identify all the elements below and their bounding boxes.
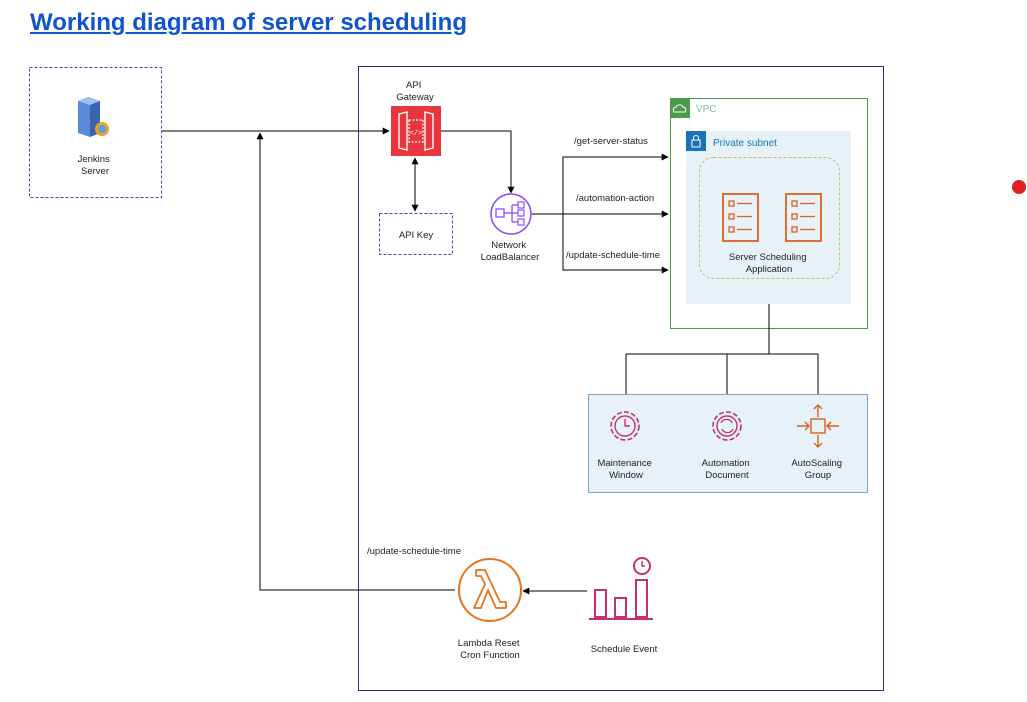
api-gateway-label-line-1: API <box>406 80 421 91</box>
lambda-label: Lambda Reset Cron Function <box>458 638 522 661</box>
nlb-label-line-1: Network <box>491 240 526 251</box>
status-dot <box>1012 180 1026 194</box>
app-label-line-1: Server Scheduling <box>729 252 807 263</box>
route-update-schedule-label: /update-schedule-time <box>566 250 660 261</box>
ec2-instance-icon <box>722 193 759 242</box>
svg-text:</>: </> <box>410 130 423 138</box>
jenkins-label: Jenkins Server <box>78 154 113 177</box>
private-subnet-label: Private subnet <box>713 138 777 149</box>
api-gateway-label-line-2: Gateway <box>396 92 434 103</box>
lambda-icon <box>458 558 522 622</box>
autoscaling-label: AutoScaling Group <box>791 458 844 481</box>
autoscaling-icon <box>797 404 839 448</box>
page-title: Working diagram of server scheduling <box>30 9 467 36</box>
network-load-balancer-icon <box>490 193 532 235</box>
route-get-status-label: /get-server-status <box>574 136 648 147</box>
maintenance-label: Maintenance Window <box>597 458 654 481</box>
api-gateway-label: API Gateway <box>396 80 434 103</box>
app-label: Server Scheduling Application <box>729 252 809 275</box>
app-label-line-2: Application <box>746 264 792 275</box>
automation-label: Automation Document <box>702 458 753 481</box>
api-gateway-icon: </> <box>391 106 441 156</box>
schedule-event-icon <box>589 557 653 620</box>
ec2-instance-icon <box>785 193 822 242</box>
automation-label-line-1: Automation <box>702 458 750 469</box>
api-key-box <box>379 213 453 255</box>
jenkins-label-line-2: Server <box>81 166 109 177</box>
lambda-to-gateway-arrow <box>256 132 455 591</box>
jenkins-box <box>29 67 162 198</box>
aws-cloud-boundary <box>358 66 884 691</box>
private-subnet <box>686 131 851 304</box>
lambda-route-label: /update-schedule-time <box>367 546 461 557</box>
maintenance-label-line-1: Maintenance <box>597 458 651 469</box>
route-automation-label: /automation-action <box>576 193 654 204</box>
maintenance-label-line-2: Window <box>609 470 643 481</box>
jenkins-label-line-1: Jenkins <box>78 154 110 165</box>
lambda-label-line-2: Cron Function <box>460 650 520 661</box>
schedule-event-label: Schedule Event <box>591 644 658 655</box>
lock-icon <box>686 131 706 151</box>
autoscaling-label-line-1: AutoScaling <box>791 458 842 469</box>
lambda-label-line-1: Lambda Reset <box>458 638 520 649</box>
vpc-label: VPC <box>696 104 717 115</box>
vpc-cloud-icon <box>670 98 690 118</box>
app-group <box>699 157 840 279</box>
gear-sync-icon <box>712 411 742 441</box>
nlb-label-line-2: LoadBalancer <box>481 252 540 263</box>
nlb-label: Network LoadBalancer <box>481 240 540 263</box>
gear-clock-icon <box>610 411 640 441</box>
route-get-status-arrow <box>532 153 669 215</box>
gateway-to-nlb-arrow <box>441 130 515 194</box>
vpc-to-services-connector <box>625 304 819 394</box>
automation-label-line-2: Document <box>705 470 749 481</box>
api-key-label: API Key <box>399 230 434 241</box>
jenkins-server-icon <box>78 97 109 137</box>
route-update-schedule-arrow <box>562 214 669 274</box>
autoscaling-label-line-2: Group <box>805 470 831 481</box>
